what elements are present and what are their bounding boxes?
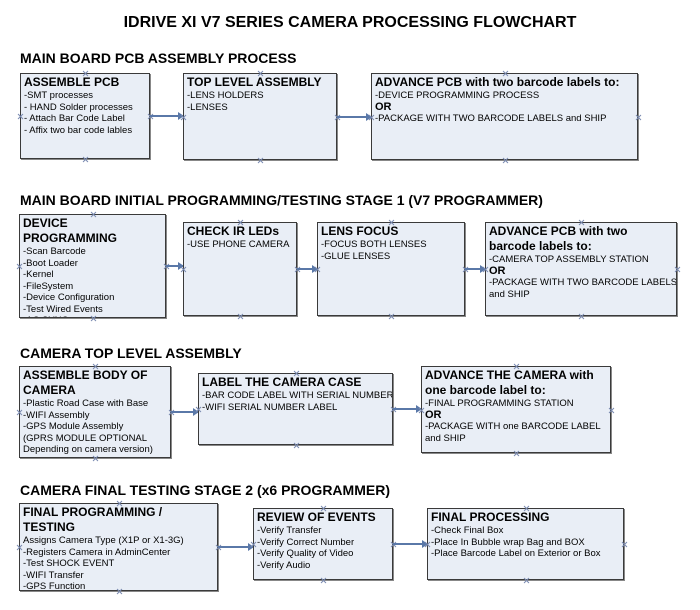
section-heading: CAMERA FINAL TESTING STAGE 2 (x6 PROGRAM… xyxy=(20,482,390,498)
flow-arrow xyxy=(393,405,422,413)
process-box-title: ASSEMBLE BODY OF CAMERA xyxy=(23,368,148,397)
process-step: and SHIP xyxy=(489,288,530,300)
process-step: -Place Barcode Label on Exterior or Box xyxy=(431,548,601,559)
process-step: -AC SYNC xyxy=(23,315,162,317)
process-step: -FINAL PROGRAMMING STATION xyxy=(425,398,574,409)
process-step: -Verify Transfer xyxy=(257,525,322,536)
section-heading: MAIN BOARD INITIAL PROGRAMMING/TESTING S… xyxy=(20,192,543,208)
process-step: and SHIP xyxy=(425,432,466,444)
process-step: -Place In Bubble wrap Bag and BOX xyxy=(431,536,585,548)
process-box-title: TOP LEVEL ASSEMBLY xyxy=(187,75,322,89)
process-box: FINAL PROCESSING -Check Final Box-Place … xyxy=(427,508,624,580)
flow-arrow xyxy=(150,112,184,120)
process-box-title: FINAL PROGRAMMING / TESTING xyxy=(23,505,163,534)
process-step: Depending on camera version) xyxy=(23,444,153,455)
process-box-title: ASSEMBLE PCB xyxy=(24,75,120,89)
flow-arrow xyxy=(166,262,184,270)
process-step: (GPRS MODULE OPTIONAL xyxy=(23,432,148,444)
process-step: -Boot Loader xyxy=(23,257,78,269)
process-step: - Attach Bar Code Label xyxy=(24,113,125,124)
process-box: ADVANCE THE CAMERA with one barcode labe… xyxy=(421,366,611,453)
process-step: -FOCUS BOTH LENSES xyxy=(321,239,427,250)
process-box-title: REVIEW OF EVENTS xyxy=(257,510,376,524)
process-box-title: ADVANCE PCB with two barcode labels to: xyxy=(375,75,620,89)
process-box-title: LABEL THE CAMERA CASE xyxy=(202,375,362,389)
process-step: -WIFI Assembly xyxy=(23,409,90,421)
process-step: -PACKAGE WITH TWO BARCODE LABELS and SHI… xyxy=(375,113,607,124)
process-box: LABEL THE CAMERA CASE-BAR CODE LABEL WIT… xyxy=(198,373,393,445)
process-step: -Kernel xyxy=(23,269,54,280)
process-step: -SMT processes xyxy=(24,90,93,101)
process-step: -PACKAGE WITH one BARCODE LABEL xyxy=(425,421,601,432)
process-step: -Verify Correct Number xyxy=(257,536,355,548)
process-step: -WIFI SERIAL NUMBER LABEL xyxy=(202,401,338,413)
process-box: TOP LEVEL ASSEMBLY-LENS HOLDERS-LENSES xyxy=(183,73,337,160)
process-step: -LENSES xyxy=(187,101,228,113)
flow-arrow xyxy=(171,408,199,416)
process-step: -USE PHONE CAMERA xyxy=(187,239,290,250)
process-box: REVIEW OF EVENTS-Verify Transfer-Verify … xyxy=(253,508,393,580)
process-box-title: ADVANCE THE CAMERA with one barcode labe… xyxy=(425,368,594,397)
process-box-title: CHECK IR LEDs xyxy=(187,224,280,238)
process-step: - Affix two bar code lables xyxy=(24,124,133,136)
process-box: LENS FOCUS-FOCUS BOTH LENSES-GLUE LENSES xyxy=(317,222,465,316)
process-step: -WIFI Transfer xyxy=(23,569,84,581)
process-step: -PACKAGE WITH TWO BARCODE LABELS xyxy=(489,277,677,288)
process-step: -Plastic Road Case with Base xyxy=(23,398,149,409)
process-box-title: FINAL PROCESSING xyxy=(431,510,550,524)
process-step: -DEVICE PROGRAMMING PROCESS xyxy=(375,90,540,101)
process-step: - HAND Solder processes xyxy=(24,101,133,113)
process-step: -Verify Audio xyxy=(257,559,311,571)
section-heading: CAMERA TOP LEVEL ASSEMBLY xyxy=(20,345,242,361)
process-step: -Scan Barcode xyxy=(23,246,86,257)
section-heading: MAIN BOARD PCB ASSEMBLY PROCESS xyxy=(20,50,297,66)
process-box-title: LENS FOCUS xyxy=(321,224,399,238)
process-box-title: DEVICE PROGRAMMING xyxy=(23,216,117,245)
process-step: OR xyxy=(375,100,392,113)
process-step: -Test Wired Events xyxy=(23,303,103,315)
process-box: ASSEMBLE BODY OF CAMERA-Plastic Road Cas… xyxy=(19,366,171,458)
process-box: CHECK IR LEDs-USE PHONE CAMERA xyxy=(183,222,297,316)
process-step: -Verify Quality of Video xyxy=(257,548,354,559)
process-box: ADVANCE PCB with two barcode labels to:-… xyxy=(371,73,638,160)
process-step: Assigns Camera Type (X1P or X1-3G) xyxy=(23,535,184,546)
process-step: -Test SHOCK EVENT xyxy=(23,558,115,569)
process-step: -LENS HOLDERS xyxy=(187,90,264,101)
flow-arrow xyxy=(465,265,486,273)
process-box: ASSEMBLE PCB -SMT processes- HAND Solder… xyxy=(20,73,150,159)
page-title: IDRIVE XI V7 SERIES CAMERA PROCESSING FL… xyxy=(123,14,577,31)
process-step: -Check Final Box xyxy=(431,525,504,536)
process-step: -FileSystem xyxy=(23,280,74,292)
flow-arrow xyxy=(393,540,428,548)
process-step: -Device Configuration xyxy=(23,292,115,303)
process-step: OR xyxy=(489,264,506,277)
flow-arrow xyxy=(218,543,254,551)
process-box: DEVICE PROGRAMMING-Scan Barcode-Boot Loa… xyxy=(19,214,166,318)
flow-arrow xyxy=(297,265,318,273)
process-step: -BAR CODE LABEL WITH SERIAL NUMBER xyxy=(202,390,393,401)
process-step: -GPS Function xyxy=(23,581,86,591)
process-step: -Registers Camera in AdminCenter xyxy=(23,546,171,558)
process-step: -GPS Module Assembly xyxy=(23,421,124,432)
process-step: -GLUE LENSES xyxy=(321,250,391,262)
process-step: OR xyxy=(425,408,442,421)
process-step: -CAMERA TOP ASSEMBLY STATION xyxy=(489,254,649,265)
process-box: ADVANCE PCB with two barcode labels to:-… xyxy=(485,222,677,316)
process-box-title: ADVANCE PCB with two barcode labels to: xyxy=(489,224,628,253)
flow-arrow xyxy=(337,113,372,121)
